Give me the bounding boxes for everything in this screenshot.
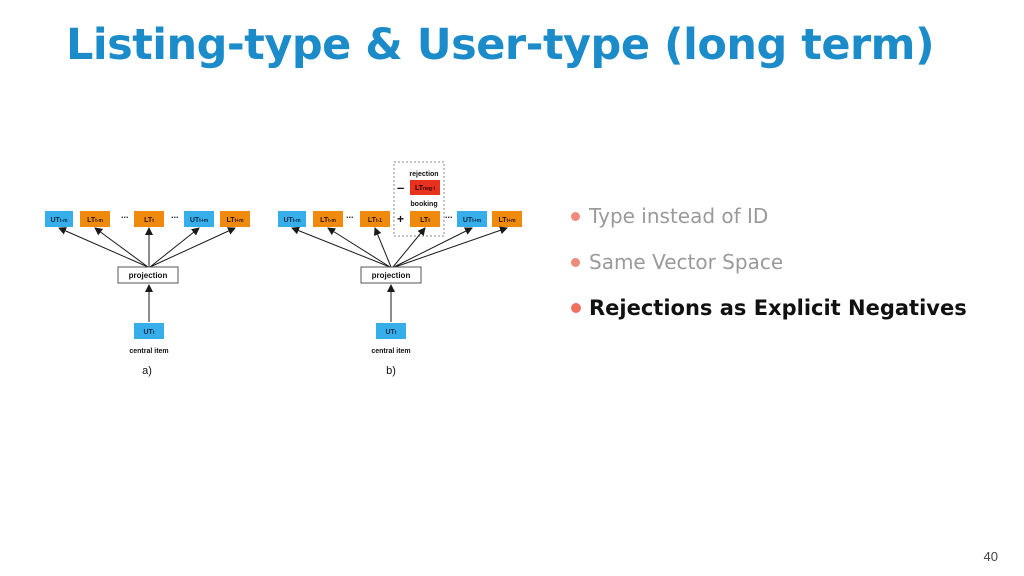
- user-type-box: [45, 211, 73, 227]
- arrow: [291, 226, 391, 268]
- arrow: [149, 227, 200, 268]
- listing-type-label: LTt-1: [368, 217, 382, 224]
- central-item-label: central item: [129, 348, 168, 355]
- listing-type-box: [313, 211, 343, 227]
- diagram-b: rejection – LTneg t booking + UTt-m LTt-…: [278, 161, 522, 377]
- central-user-type-box: [376, 323, 406, 339]
- booking-label: booking: [410, 201, 437, 208]
- listing-type-label: LTt: [144, 217, 154, 224]
- listing-type-label: LTt-m: [320, 217, 336, 224]
- bullet-item-active: Rejections as Explicit Negatives: [571, 288, 1011, 334]
- arrow: [327, 227, 391, 268]
- arrow: [394, 226, 508, 268]
- rejection-label: rejection: [409, 171, 438, 178]
- bullet-text: Same Vector Space: [589, 250, 784, 274]
- listing-type-box: [134, 211, 164, 227]
- listing-type-box: [220, 211, 250, 227]
- rejected-listing-type-label: LTneg t: [415, 185, 435, 192]
- projection-box: [117, 266, 179, 284]
- ellipsis: ...: [445, 210, 453, 220]
- caption-a: a): [142, 365, 152, 377]
- minus-sign: –: [397, 180, 404, 195]
- user-type-label: UTt-m: [50, 217, 68, 224]
- arrow: [393, 227, 473, 268]
- bullet-dot: [571, 212, 580, 221]
- bullet-dot: [571, 303, 581, 313]
- ellipsis: ...: [171, 210, 179, 220]
- user-type-label: UTt+m: [190, 217, 209, 224]
- diagram-a: UTt-m LTt-m ... LTt ... UTt+m LTt+m proj…: [45, 210, 250, 377]
- central-item-label: central item: [371, 348, 410, 355]
- bullet-text: Type instead of ID: [589, 204, 769, 228]
- arrow: [58, 227, 149, 268]
- arrow: [392, 227, 426, 268]
- arrow: [94, 227, 149, 268]
- central-user-type-box: [134, 323, 164, 339]
- listing-type-box: [80, 211, 110, 227]
- ellipsis: ...: [346, 210, 354, 220]
- projection-box: [360, 266, 422, 284]
- caption-b: b): [386, 365, 396, 377]
- projection-label: projection: [372, 271, 411, 280]
- listing-type-label: LTt+m: [226, 217, 244, 224]
- central-user-type-label: UTt: [385, 329, 396, 336]
- user-type-box: [278, 211, 306, 227]
- page-number: 40: [983, 549, 998, 564]
- listing-type-box: [410, 211, 440, 227]
- bullet-item: Type instead of ID: [571, 196, 1011, 242]
- rejected-listing-type-box: [410, 180, 440, 195]
- listing-type-label: LTt+m: [498, 217, 516, 224]
- user-type-box: [457, 211, 487, 227]
- listing-type-label: LTt: [420, 217, 430, 224]
- arrow: [149, 227, 236, 268]
- plus-sign: +: [397, 212, 404, 226]
- user-type-box: [184, 211, 214, 227]
- bullet-list: Type instead of ID Same Vector Space Rej…: [571, 196, 1011, 334]
- listing-type-box: [360, 211, 390, 227]
- ellipsis: ...: [121, 210, 129, 220]
- listing-type-box: [492, 211, 522, 227]
- arrow: [373, 227, 392, 268]
- embedding-diagram: UTt-m LTt-m ... LTt ... UTt+m LTt+m proj…: [45, 161, 522, 377]
- user-type-label: UTt+m: [463, 217, 482, 224]
- projection-label: projection: [129, 271, 168, 280]
- bullet-text: Rejections as Explicit Negatives: [589, 296, 967, 320]
- central-user-type-label: UTt: [143, 329, 154, 336]
- slide-title: Listing-type & User-type (long term): [66, 20, 935, 70]
- bullet-item: Same Vector Space: [571, 242, 1011, 288]
- user-type-label: UTt-m: [283, 217, 301, 224]
- listing-type-label: LTt-m: [87, 217, 103, 224]
- bullet-dot: [571, 258, 580, 267]
